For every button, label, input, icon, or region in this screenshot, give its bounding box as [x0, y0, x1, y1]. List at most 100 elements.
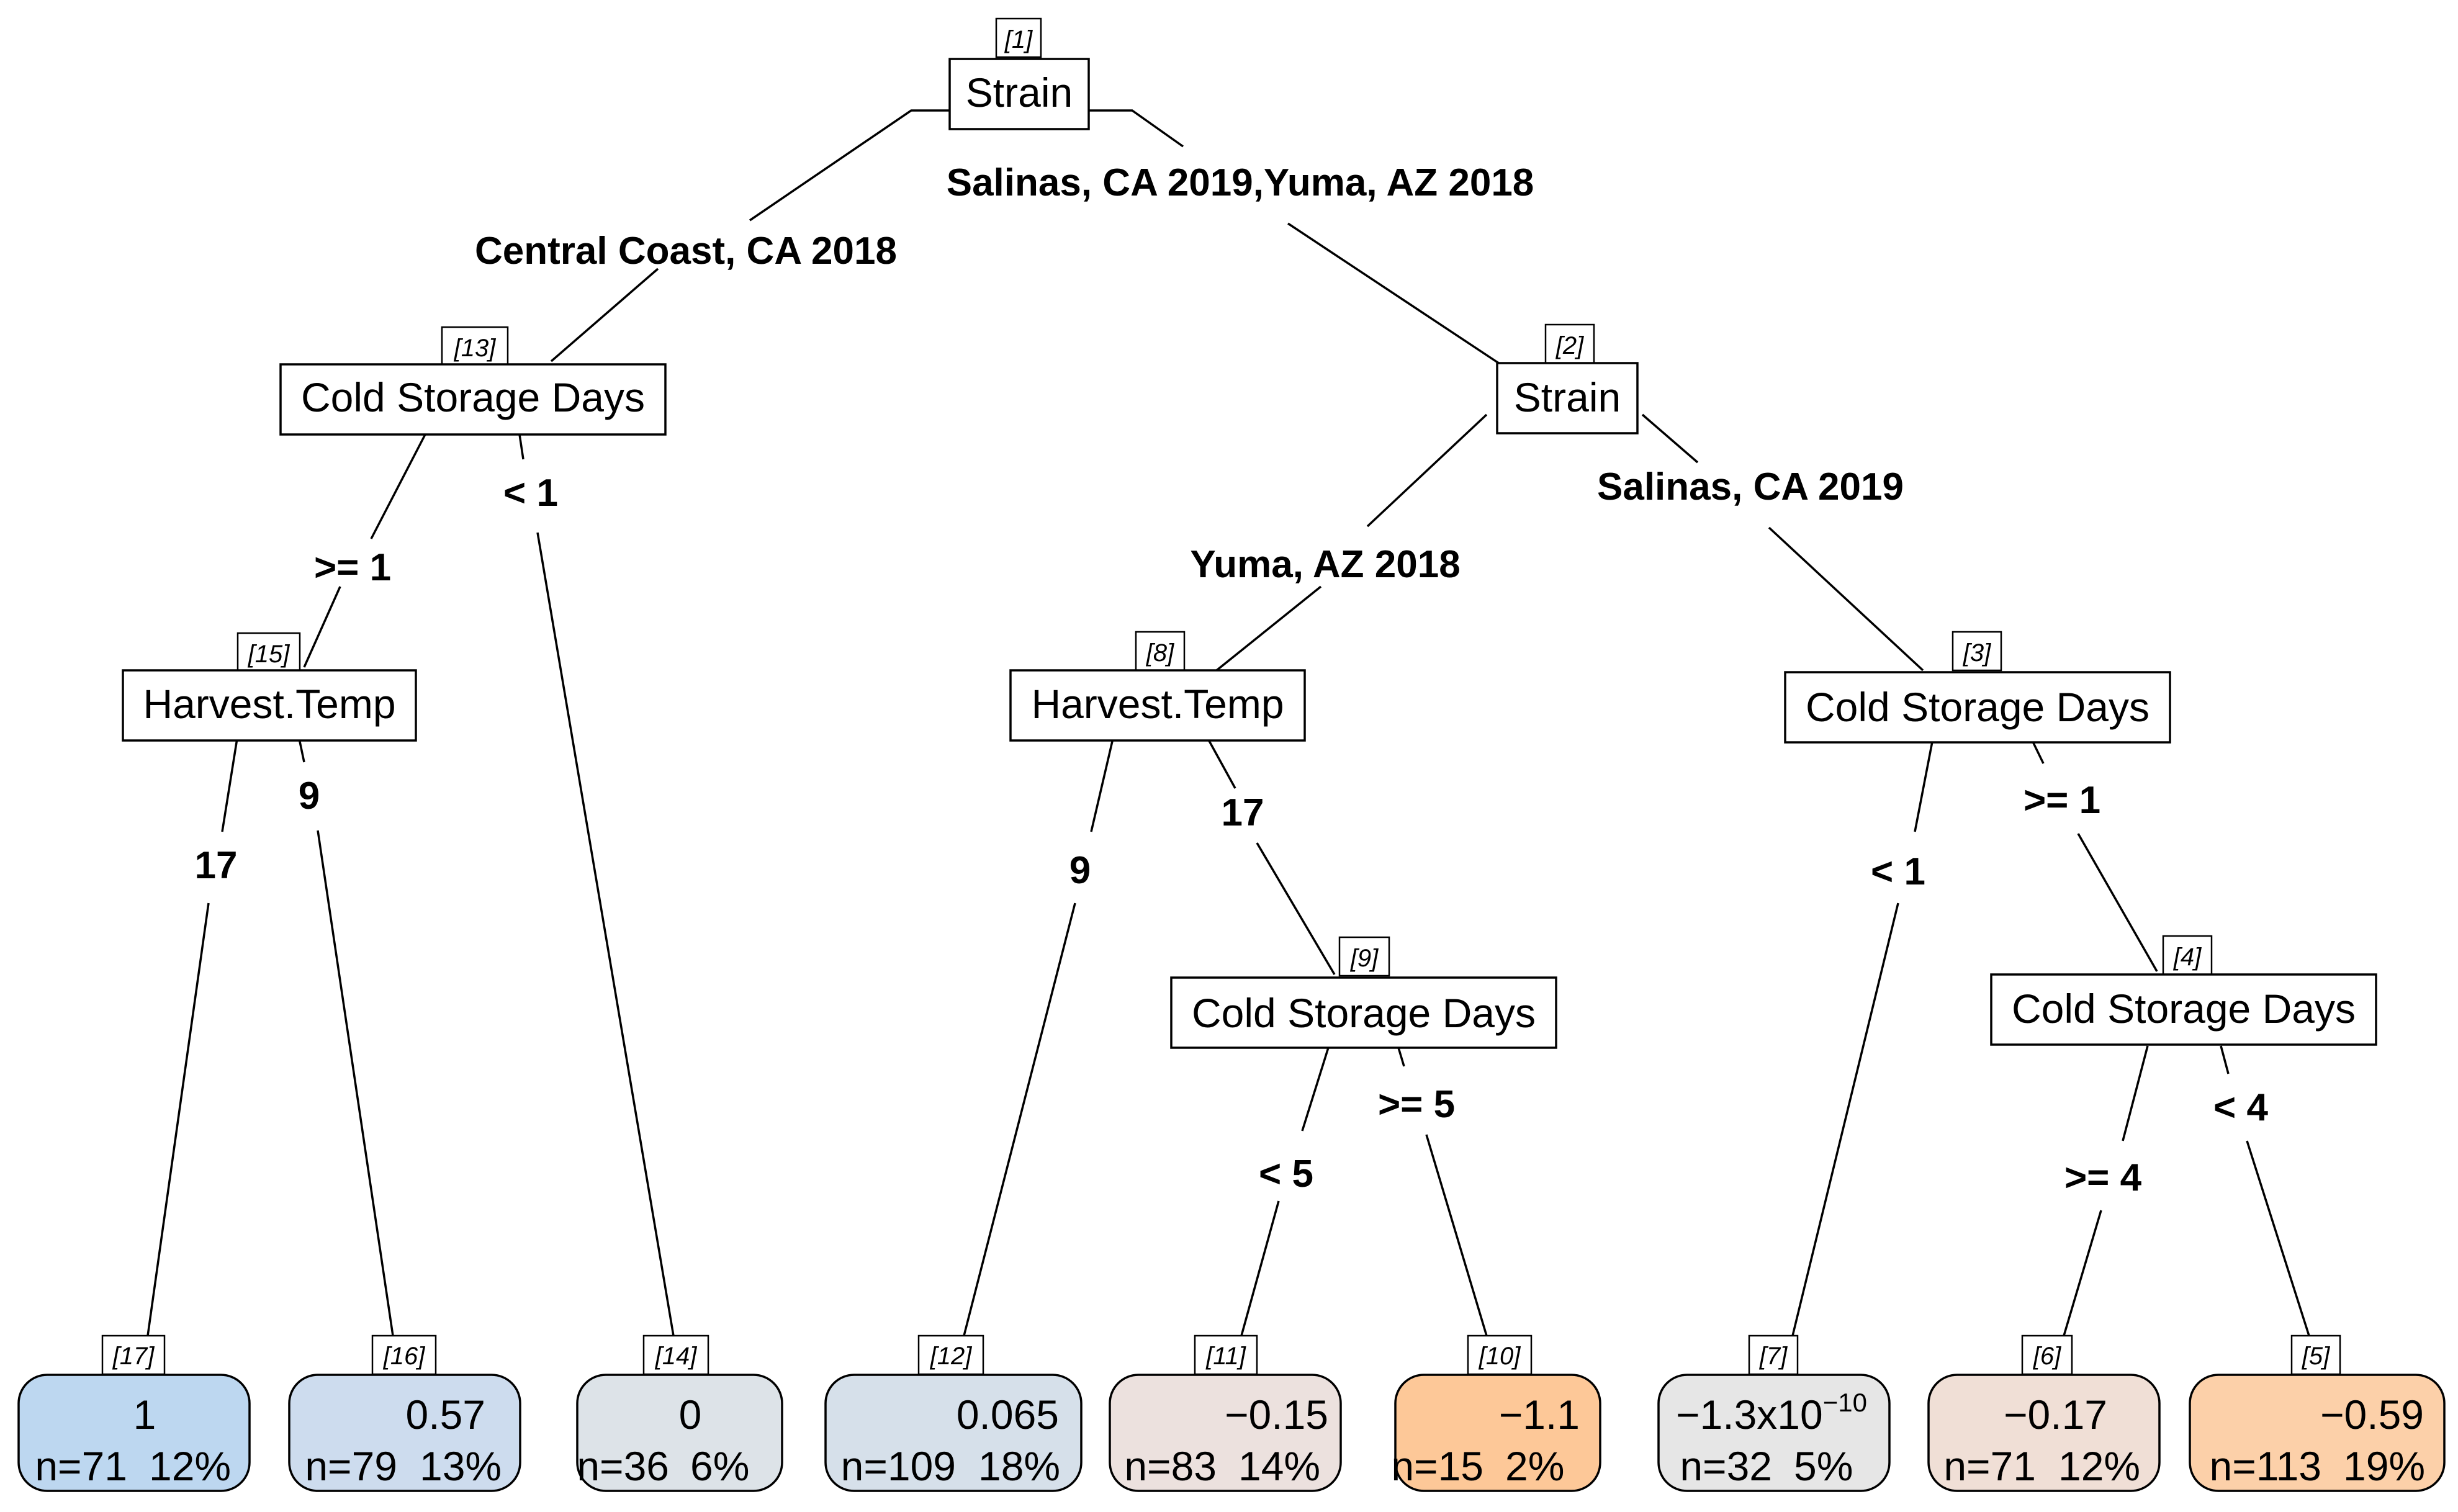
leaf-value: 0 — [679, 1392, 702, 1438]
leaf-value: 1 — [133, 1392, 156, 1438]
node-box — [122, 669, 417, 742]
leaf-node-17: [17] 1 n=71 12% — [17, 1334, 251, 1492]
split-node-1: [1] Strain — [948, 17, 1090, 130]
leaf-node-6: [6] −0.17 n=71 12% — [1927, 1334, 2161, 1492]
edge-label-13-14: < 1 — [503, 472, 558, 515]
edge-label-2-8: Yuma, AZ 2018 — [1190, 543, 1460, 586]
edge-8-9-lower — [1256, 842, 1336, 975]
leaf-id-box — [101, 1334, 166, 1375]
edge-3-7-upper — [1914, 741, 1934, 832]
leaf-node-12: [12] 0.065 n=109 18% — [824, 1334, 1083, 1492]
edge-15-16-lower — [317, 830, 394, 1336]
leaf-box — [17, 1374, 251, 1492]
node-split-variable: Harvest.Temp — [143, 681, 395, 727]
leaf-value: −0.59 — [2320, 1392, 2424, 1438]
leaf-percent: 12% — [2058, 1443, 2140, 1489]
leaf-percent: 6% — [690, 1443, 749, 1489]
leaf-id-label: [12] — [930, 1343, 973, 1370]
leaf-node-10: [10] −1.1 n=15 2% — [1391, 1334, 1601, 1492]
leaf-value: −0.15 — [1225, 1392, 1328, 1438]
edge-15-17-lower — [146, 902, 210, 1336]
leaf-count: n=32 — [1680, 1443, 1772, 1489]
edge-1-13-upper — [749, 109, 950, 222]
leaf-count: n=71 — [35, 1443, 127, 1489]
edge-label-8-12: 9 — [1069, 849, 1091, 892]
edge-label-1-13: Central Coast, CA 2018 — [475, 230, 897, 272]
node-id-label: [1] — [1004, 26, 1033, 53]
leaf-value: 0.57 — [406, 1392, 485, 1438]
edge-9-10-upper — [1397, 1047, 1405, 1067]
leaf-box — [1109, 1374, 1342, 1492]
edge-label-4-6: >= 4 — [2064, 1156, 2142, 1199]
leaf-node-14: [14] 0 n=36 6% — [576, 1334, 783, 1492]
edge-label-13-15: >= 1 — [314, 546, 391, 589]
node-id-box — [2162, 935, 2213, 976]
node-box — [1784, 671, 2171, 744]
edge-13-14-lower — [536, 532, 675, 1336]
node-id-label: [2] — [1555, 332, 1584, 359]
edge-2-3-upper — [1641, 413, 1699, 464]
leaf-count: n=36 — [577, 1443, 669, 1489]
node-split-variable: Harvest.Temp — [1031, 681, 1284, 727]
leaf-percent: 2% — [1505, 1443, 1564, 1489]
edge-labels: Central Coast, CA 2018 Salinas, CA 2019,… — [195, 161, 2269, 1199]
leaf-id-label: [7] — [1759, 1343, 1788, 1370]
split-node-9: [9] Cold Storage Days — [1170, 936, 1557, 1049]
leaf-count: n=79 — [305, 1443, 397, 1489]
edge-2-8-lower — [1215, 585, 1322, 672]
split-node-8: [8] Harvest.Temp — [1009, 631, 1306, 742]
leaf-percent: 5% — [1794, 1443, 1853, 1489]
leaf-count: n=71 — [1943, 1443, 2036, 1489]
leaf-percent: 12% — [149, 1443, 231, 1489]
node-id-box — [441, 326, 509, 367]
edge-13-14-upper — [518, 434, 524, 460]
split-node-2: [2] Strain — [1496, 323, 1639, 434]
leaf-box — [288, 1374, 521, 1492]
edge-9-11-lower — [1240, 1200, 1280, 1336]
node-id-box — [1338, 936, 1390, 977]
leaf-count: n=109 — [841, 1443, 956, 1489]
edge-4-5-lower — [2246, 1140, 2310, 1336]
edge-label-4-5: < 4 — [2213, 1086, 2268, 1129]
split-node-3: [3] Cold Storage Days — [1784, 631, 2171, 744]
leaf-value-base: −1.3x10 — [1676, 1392, 1823, 1438]
leaf-id-label: [16] — [383, 1343, 426, 1370]
edge-4-6-upper — [2122, 1045, 2149, 1141]
leaf-count: n=15 — [1391, 1443, 1483, 1489]
node-box — [948, 58, 1090, 130]
edge-label-15-17: 17 — [195, 844, 238, 887]
node-id-label: [15] — [248, 641, 290, 668]
edge-2-3-lower — [1768, 526, 1924, 672]
edge-15-16-upper — [298, 738, 305, 763]
node-box — [1496, 362, 1639, 434]
edge-label-15-16: 9 — [299, 775, 320, 817]
node-split-variable: Cold Storage Days — [1192, 990, 1536, 1036]
node-split-variable: Cold Storage Days — [1806, 684, 2150, 730]
edge-4-6-lower — [2063, 1210, 2102, 1336]
edge-1-2-lower — [1287, 222, 1504, 367]
node-id-label: [4] — [2173, 943, 2202, 971]
leaf-node-11: [11] −0.15 n=83 14% — [1109, 1334, 1342, 1492]
edge-2-8-upper — [1366, 413, 1488, 528]
leaf-id-label: [10] — [1479, 1343, 1521, 1370]
node-id-label: [13] — [454, 335, 497, 362]
node-box — [279, 363, 667, 436]
leaf-id-box — [2290, 1334, 2341, 1375]
split-node-4: [4] Cold Storage Days — [1990, 935, 2377, 1046]
leaf-value: −1.1 — [1499, 1392, 1580, 1438]
edge-label-3-7: < 1 — [1871, 850, 1925, 893]
leaf-node-7: [7] −1.3x10−10 n=32 5% — [1657, 1334, 1891, 1492]
edge-8-12-lower — [963, 902, 1076, 1336]
leaf-count: n=113 — [2210, 1443, 2321, 1489]
edge-label-8-9: 17 — [1222, 791, 1264, 834]
edge-4-5-upper — [2220, 1045, 2230, 1074]
leaf-id-label: [11] — [1205, 1343, 1246, 1370]
node-id-box — [236, 632, 301, 673]
node-box — [1990, 973, 2377, 1046]
edge-3-4-upper — [2032, 741, 2045, 764]
leaf-id-label: [14] — [655, 1343, 698, 1370]
split-node-13: [13] Cold Storage Days — [279, 326, 667, 436]
node-id-label: [8] — [1146, 639, 1174, 667]
leaf-percent: 14% — [1238, 1443, 1320, 1489]
